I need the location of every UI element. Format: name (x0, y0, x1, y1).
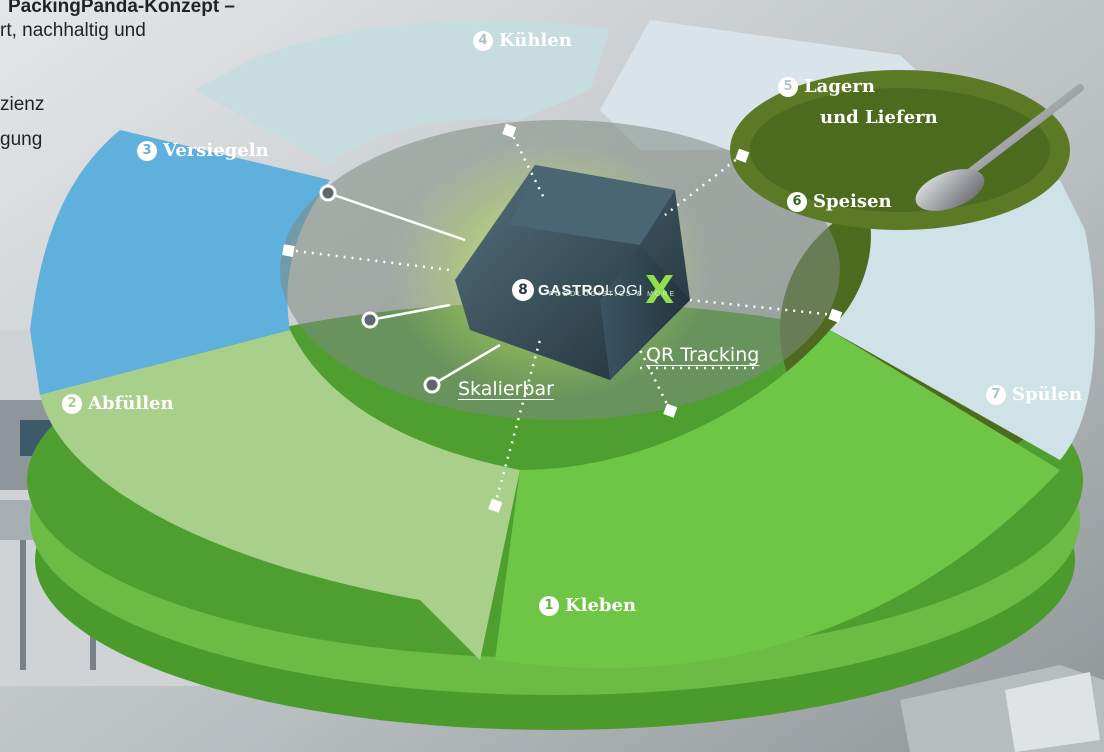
step-label-liefern: und Liefern (820, 107, 938, 128)
intro-line-2: rt, nachhaltig und (0, 20, 146, 41)
step-text-lagern: Lagern (804, 76, 875, 97)
step-text-kleben: Kleben (565, 595, 637, 616)
step-number-2: 2 (62, 393, 82, 414)
step-text-speisen: Speisen (813, 191, 892, 212)
brand-part-gastro: GASTRO (538, 281, 606, 299)
step-label-kuehlen: 4 Kühlen (473, 30, 572, 51)
step-number-1: 1 (539, 595, 559, 616)
brand-x-mark: X (645, 268, 675, 312)
step-text-liefern: und Liefern (820, 107, 938, 128)
step-label-kleben: 1 Kleben (539, 595, 636, 616)
intro-line-1: PackingPanda-Konzept – (8, 0, 235, 17)
gastrologix-logo: 8 GASTROLOGI X (512, 268, 674, 312)
step-number-7: 7 (986, 384, 1006, 405)
step-label-lagern: 5 Lagern (778, 76, 875, 97)
feature-skalierbar: Skalierbar (458, 378, 554, 400)
step-label-speisen: 6 Speisen (787, 191, 892, 212)
step-text-versiegeln: Versiegeln (163, 140, 269, 161)
intro-line-4: gung (0, 129, 43, 150)
step-label-versiegeln: 3 Versiegeln (137, 140, 269, 161)
brand-wordmark: GASTROLOGI (538, 282, 643, 299)
intro-line-3: zienz (0, 94, 45, 115)
brand-tagline: FOODLOGISTICS & MORE (549, 291, 677, 298)
step-number-8: 8 (512, 279, 534, 301)
step-number-4: 4 (473, 30, 493, 51)
step-text-spuelen: Spülen (1012, 384, 1083, 405)
step-number-3: 3 (137, 140, 157, 161)
feature-qr-tracking: QR Tracking (646, 344, 760, 366)
step-text-kuehlen: Kühlen (499, 30, 572, 51)
step-label-spuelen: 7 Spülen (986, 384, 1082, 405)
brand-part-logi: LOGI (605, 281, 644, 299)
step-text-abfuellen: Abfüllen (88, 393, 174, 414)
step-number-5: 5 (778, 76, 798, 97)
step-number-6: 6 (787, 191, 807, 212)
step-label-abfuellen: 2 Abfüllen (62, 393, 174, 414)
